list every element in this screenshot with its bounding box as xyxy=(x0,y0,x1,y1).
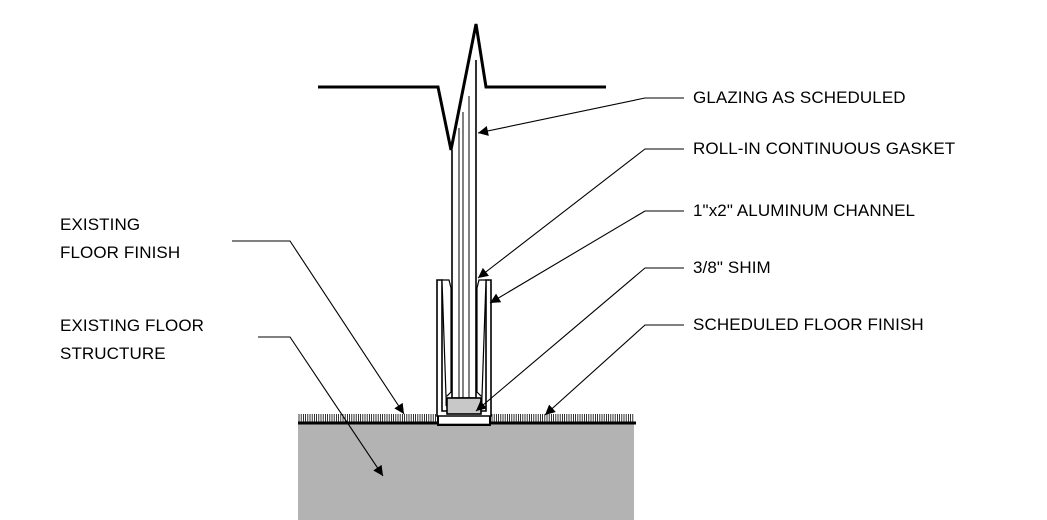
leader-existing-floor-structure xyxy=(258,336,384,477)
label-scheduled-floor-finish: SCHEDULED FLOOR FINISH xyxy=(693,315,924,334)
leader-channel xyxy=(489,210,684,304)
leader-existing-floor-finish xyxy=(232,240,405,415)
label-glazing: GLAZING AS SCHEDULED xyxy=(693,88,906,107)
gasket-right xyxy=(476,279,487,397)
floor-structure-slab xyxy=(298,423,634,520)
leader-glazing xyxy=(477,97,684,136)
shim xyxy=(446,397,482,415)
break-line xyxy=(318,23,606,151)
leader-scheduled-floor-finish xyxy=(544,324,684,416)
label-shim: 3/8" SHIM xyxy=(693,258,771,277)
leader-gasket xyxy=(477,148,684,279)
label-gasket: ROLL-IN CONTINUOUS GASKET xyxy=(693,139,956,158)
label-existing-floor-structure-line1: EXISTING FLOOR xyxy=(60,316,205,335)
scheduled-floor-finish-hatch xyxy=(491,414,634,422)
label-existing-floor-finish-line2: FLOOR FINISH xyxy=(60,243,181,262)
label-aluminum-channel: 1"x2" ALUMINUM CHANNEL xyxy=(693,201,916,220)
leader-shim xyxy=(475,267,684,412)
label-existing-floor-structure-line2: STRUCTURE xyxy=(60,344,166,363)
existing-floor-finish-hatch xyxy=(298,414,436,422)
gasket-left xyxy=(441,279,452,397)
label-existing-floor-finish-line1: EXISTING xyxy=(60,215,141,234)
glazing-panel xyxy=(451,60,477,399)
